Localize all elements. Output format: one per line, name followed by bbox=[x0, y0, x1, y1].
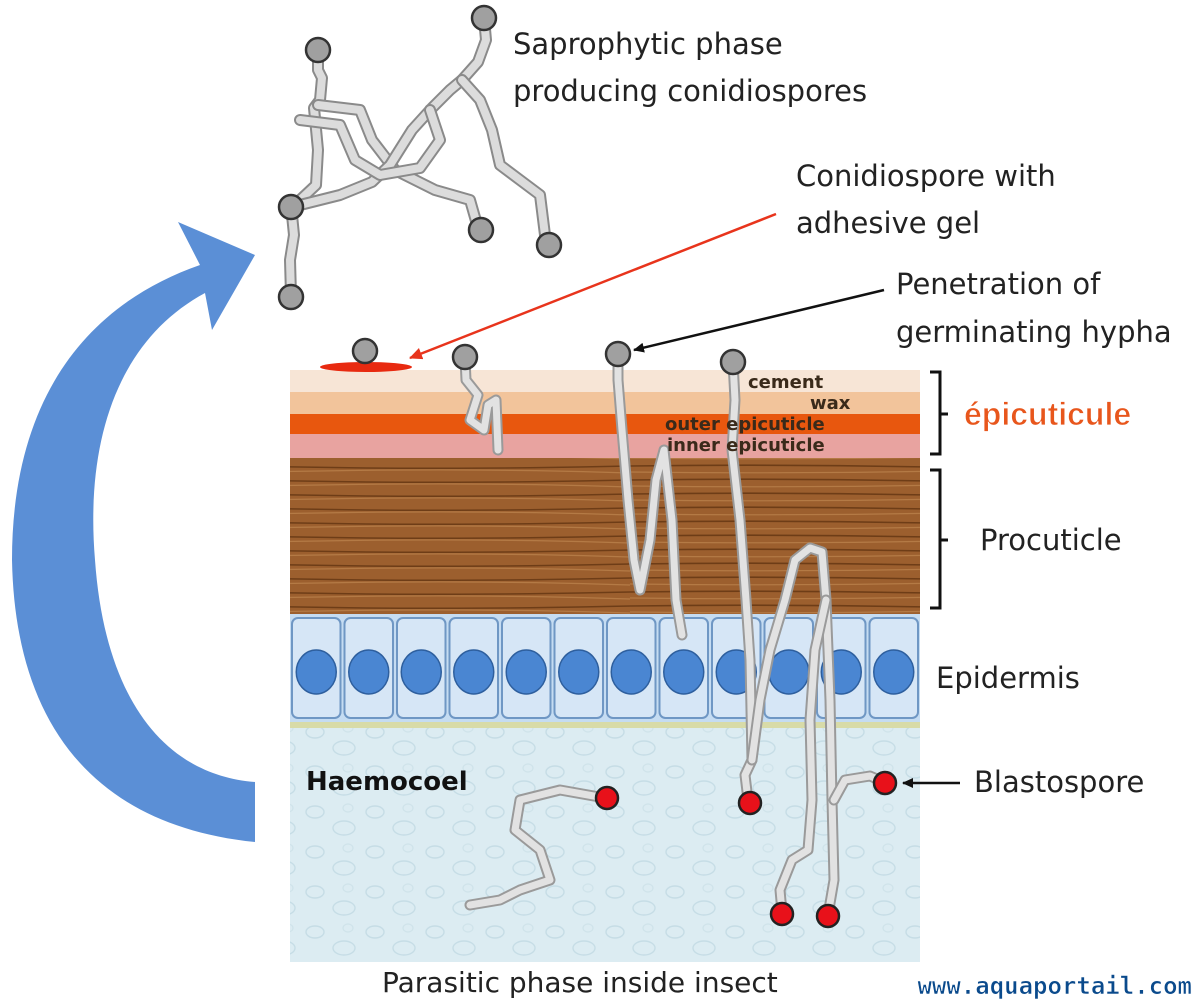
inner-epicuticle-layer bbox=[290, 434, 920, 458]
penetration-pointer-arrow bbox=[633, 288, 885, 353]
blastospore bbox=[815, 903, 841, 929]
cell-nucleus bbox=[873, 649, 915, 695]
conidiospore-label-line2: adhesive gel bbox=[796, 206, 980, 240]
cuticle-layers bbox=[290, 370, 920, 962]
layer-label-cement: cement bbox=[748, 372, 824, 393]
cell-nucleus bbox=[558, 649, 600, 695]
blastospore bbox=[872, 770, 898, 796]
conidiospore bbox=[277, 283, 305, 311]
conidiospore bbox=[470, 4, 498, 32]
conidiospore bbox=[604, 340, 632, 368]
basement-membrane bbox=[290, 722, 920, 728]
conidiospore-pointer-arrow bbox=[409, 212, 777, 360]
epicuticule-bracket bbox=[930, 370, 948, 456]
cement-layer bbox=[290, 370, 920, 392]
epidermis-label: Epidermis bbox=[936, 661, 1080, 695]
procuticle-label: Procuticle bbox=[980, 523, 1122, 557]
saprophytic-label-line1: Saprophytic phase bbox=[513, 27, 783, 61]
conidiospore bbox=[277, 193, 305, 221]
conidiospore bbox=[467, 216, 495, 244]
germinating-hyphae bbox=[459, 350, 890, 921]
saprophytic-label-line2: producing conidiospores bbox=[513, 74, 867, 108]
penetration-label-line2: germinating hypha bbox=[896, 315, 1172, 349]
cell-nucleus bbox=[400, 649, 442, 695]
blastospore bbox=[737, 790, 763, 816]
conidiospore bbox=[719, 348, 747, 376]
conidiospore bbox=[535, 231, 563, 259]
parasitic-phase-label: Parasitic phase inside insect bbox=[382, 966, 778, 999]
blastospore bbox=[769, 901, 795, 927]
cell-nucleus bbox=[348, 649, 390, 695]
blastospore bbox=[594, 785, 620, 811]
conidiospore-label-line1: Conidiospore with bbox=[796, 159, 1056, 193]
cell-nucleus bbox=[295, 649, 337, 695]
cell-nucleus bbox=[505, 649, 547, 695]
conidiospores-saprophytic bbox=[277, 4, 563, 311]
cell-nucleus bbox=[453, 649, 495, 695]
conidiospore bbox=[451, 343, 479, 371]
layer-label-wax: wax bbox=[810, 393, 851, 414]
conidiospore bbox=[351, 337, 379, 365]
cell-nucleus bbox=[768, 649, 810, 695]
brackets bbox=[930, 370, 948, 610]
cell-nucleus bbox=[610, 649, 652, 695]
saprophytic-mycelium bbox=[284, 12, 552, 301]
epicuticule-label: épicuticule bbox=[964, 396, 1131, 432]
wax-layer bbox=[290, 392, 920, 414]
layer-label-inner-epicuticle: inner epicuticle bbox=[667, 435, 825, 456]
life-cycle-arrow bbox=[12, 222, 255, 842]
penetration-label-line1: Penetration of bbox=[896, 267, 1101, 301]
procuticle-layer bbox=[290, 458, 920, 614]
blastospore-label: Blastospore bbox=[974, 765, 1144, 799]
conidiospores-cuticle bbox=[351, 337, 747, 376]
layer-label-outer-epicuticle: outer epicuticle bbox=[665, 414, 825, 435]
adhesive-gel bbox=[320, 362, 412, 372]
conidiospore bbox=[304, 36, 332, 64]
watermark: www.aquaportail.com bbox=[917, 972, 1192, 1000]
procuticle-bracket bbox=[930, 468, 948, 610]
blastospores bbox=[594, 770, 898, 929]
outer-epicuticle-layer bbox=[290, 414, 920, 434]
cell-nucleus bbox=[663, 649, 705, 695]
haemocoel-label: Haemocoel bbox=[306, 767, 468, 797]
